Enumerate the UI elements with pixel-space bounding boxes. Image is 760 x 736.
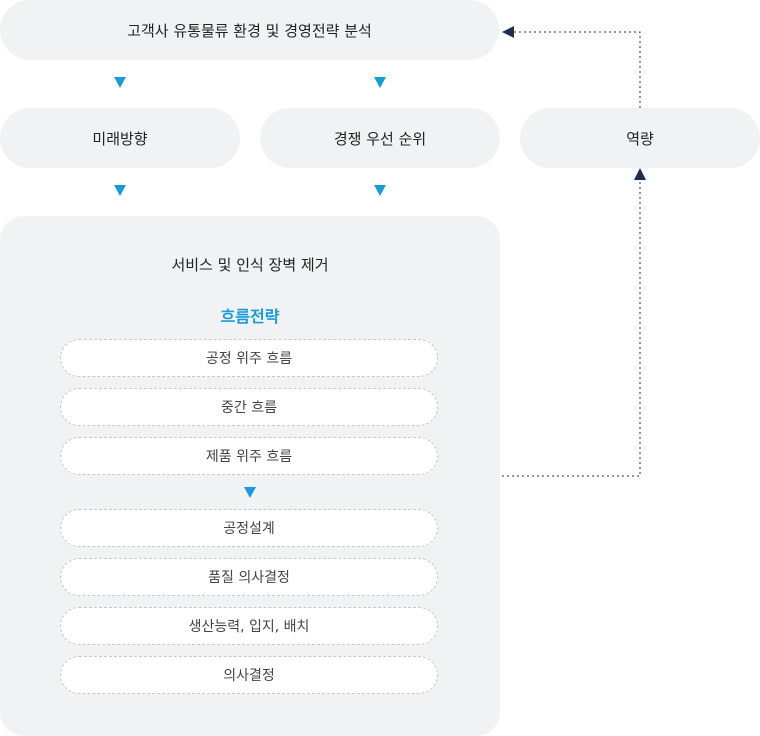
box-future-direction-label: 미래방향 — [92, 129, 148, 148]
connector-panel-to-capability — [502, 180, 641, 477]
top-box-label: 고객사 유통물류 환경 및 경영전략 분석 — [127, 21, 372, 40]
flow-item-intermediate: 중간 흐름 — [60, 388, 438, 426]
arrow-down-icon — [374, 77, 386, 88]
flow-item-label: 제품 위주 흐름 — [205, 449, 293, 465]
arrow-down-icon — [244, 487, 256, 498]
arrow-down-icon — [374, 185, 386, 196]
strategy-panel: 서비스 및 인식 장벽 제거 흐름전략 공정 위주 흐름 중간 흐름 제품 위주… — [0, 216, 500, 736]
arrow-up-icon — [634, 168, 646, 180]
arrow-down-icon — [114, 185, 126, 196]
panel-title: 서비스 및 인식 장벽 제거 — [171, 256, 329, 274]
box-competitive-priority: 경쟁 우선 순위 — [260, 108, 500, 168]
box-future-direction: 미래방향 — [0, 108, 240, 168]
decision-item-label: 의사결정 — [223, 668, 275, 684]
decision-item-label: 품질 의사결정 — [208, 570, 290, 586]
panel-subtitle-flow-strategy: 흐름전략 — [220, 307, 280, 326]
box-competitive-priority-label: 경쟁 우선 순위 — [333, 129, 427, 148]
top-box-customer-analysis: 고객사 유통물류 환경 및 경영전략 분석 — [0, 0, 499, 60]
arrow-down-icon — [114, 77, 126, 88]
decision-item-capacity-location-layout: 생산능력, 입지, 배치 — [60, 607, 438, 645]
box-capability: 역량 — [520, 108, 760, 168]
connector-capability-to-top — [514, 31, 641, 108]
arrow-left-icon — [502, 26, 514, 38]
decision-item-process-design: 공정설계 — [60, 509, 438, 547]
decision-item-label: 생산능력, 입지, 배치 — [188, 619, 310, 635]
flow-item-label: 중간 흐름 — [221, 400, 277, 416]
box-capability-label: 역량 — [626, 129, 654, 148]
decision-item-label: 공정설계 — [223, 521, 275, 537]
flow-item-process-oriented: 공정 위주 흐름 — [60, 339, 438, 377]
flow-item-label: 공정 위주 흐름 — [205, 351, 293, 367]
flow-item-product-oriented: 제품 위주 흐름 — [60, 437, 438, 475]
decision-item-quality: 품질 의사결정 — [60, 558, 438, 596]
decision-item-decision-making: 의사결정 — [60, 656, 438, 694]
